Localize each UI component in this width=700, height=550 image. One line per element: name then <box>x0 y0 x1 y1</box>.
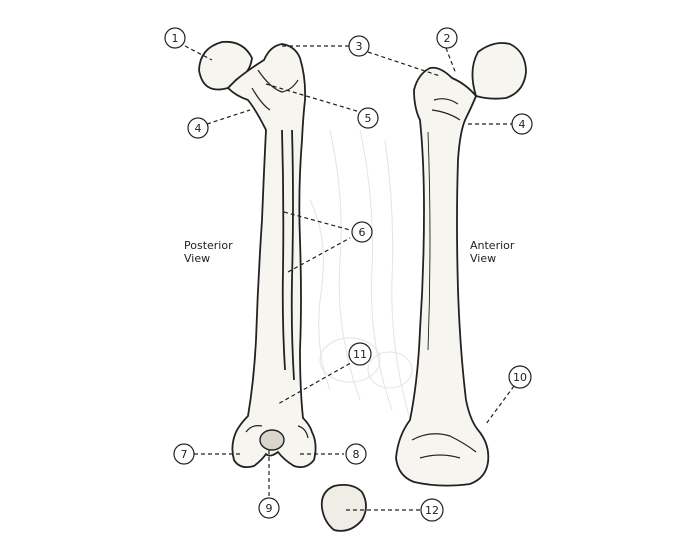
callout-8: 8 <box>345 443 367 465</box>
svg-text:8: 8 <box>353 448 360 461</box>
svg-text:6: 6 <box>359 226 366 239</box>
anterior-view-label: Anterior View <box>470 239 514 265</box>
posterior-view-line1: Posterior <box>184 239 233 252</box>
background-sketch <box>309 129 413 421</box>
intercondylar-fossa <box>259 429 285 451</box>
callout-9: 9 <box>258 497 280 519</box>
svg-text:9: 9 <box>266 502 273 515</box>
svg-text:12: 12 <box>425 504 439 517</box>
svg-text:1: 1 <box>172 32 179 45</box>
posterior-shaft-outline <box>227 43 317 469</box>
anterior-shaft-outline <box>395 66 490 487</box>
callout-3: 3 <box>348 35 370 57</box>
callout-2: 2 <box>436 27 458 49</box>
svg-text:7: 7 <box>181 448 188 461</box>
posterior-view-line2: View <box>184 252 211 265</box>
svg-text:5: 5 <box>365 112 372 125</box>
callout-4-anterior: 4 <box>511 113 533 135</box>
linea-aspera-lines <box>281 129 295 381</box>
callouts: 1 2 3 4 4 5 6 <box>164 27 533 522</box>
callout-10: 10 <box>508 365 532 389</box>
svg-text:3: 3 <box>356 40 363 53</box>
callout-5: 5 <box>357 107 379 129</box>
anterior-view-line2: View <box>470 252 497 265</box>
callout-1: 1 <box>164 27 186 49</box>
callout-7: 7 <box>173 443 195 465</box>
svg-text:4: 4 <box>195 122 202 135</box>
anterior-femoral-head <box>471 42 527 100</box>
svg-text:2: 2 <box>444 32 451 45</box>
posterior-view-label: Posterior View <box>184 239 233 265</box>
callout-12: 12 <box>420 498 444 522</box>
anterior-femur <box>395 42 527 487</box>
callout-11: 11 <box>348 342 372 366</box>
svg-text:10: 10 <box>513 371 527 384</box>
callout-6: 6 <box>351 221 373 243</box>
svg-text:11: 11 <box>353 348 367 361</box>
leader-lines <box>184 45 515 511</box>
anterior-view-line1: Anterior <box>470 239 515 252</box>
patella <box>320 483 367 532</box>
posterior-femur <box>198 40 317 469</box>
svg-text:4: 4 <box>519 118 526 131</box>
callout-4-posterior: 4 <box>187 117 209 139</box>
